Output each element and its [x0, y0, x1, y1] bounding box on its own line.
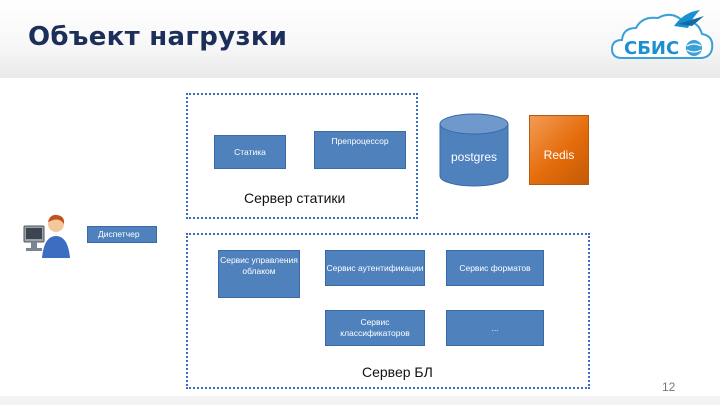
classifiers-service-box: Сервис классификаторов	[325, 310, 425, 346]
page-number: 12	[662, 380, 675, 394]
logo-text: СБИС	[624, 38, 679, 59]
sbis-logo: СБИС	[608, 6, 718, 72]
cloud-management-service-box: Сервис управления облаком	[218, 250, 300, 298]
formats-service-box: Сервис форматов	[446, 250, 544, 286]
redis-label: Redis	[529, 148, 589, 162]
slide-header: Объект нагрузки СБИС	[0, 0, 720, 78]
authentication-service-box: Сервис аутентификации	[325, 250, 425, 286]
bl-server-label: Сервер БЛ	[362, 364, 433, 380]
statics-box: Статика	[214, 135, 286, 169]
ellipsis-box: ...	[446, 310, 544, 346]
postgres-label: postgres	[438, 150, 510, 164]
dispatcher-box: Диспетчер	[87, 226, 157, 243]
user-computer-icon	[20, 212, 70, 260]
static-server-label: Сервер статики	[244, 190, 345, 206]
footer-bar	[0, 396, 720, 405]
preprocessor-box: Препроцессор	[314, 131, 406, 169]
slide-title: Объект нагрузки	[28, 22, 287, 52]
